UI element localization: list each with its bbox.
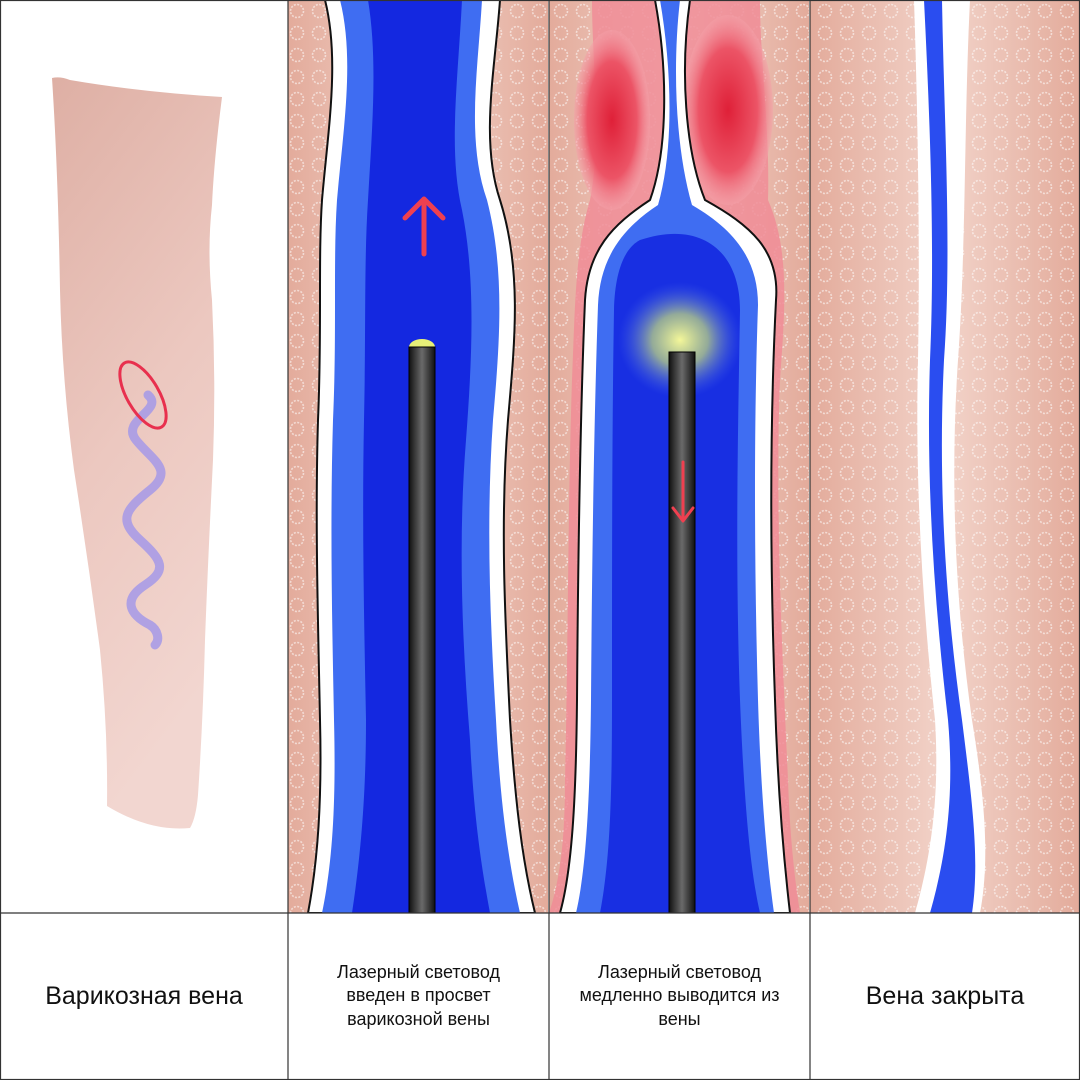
panel-inserted-illustration (288, 0, 548, 913)
caption-fiber-inserted: Лазерный световод введен в просвет варик… (337, 961, 500, 1029)
caption-varicose-vein: Варикозная вена (45, 982, 243, 1010)
panel-closed-illustration (810, 0, 1080, 913)
closed-vein-wall (914, 0, 986, 913)
panel-withdrawn-illustration (549, 0, 809, 913)
laser-glow (618, 282, 742, 398)
caption-fiber-withdrawn: Лазерный световод медленно выводится из … (579, 961, 780, 1029)
heat-spot-left (574, 30, 650, 210)
panel-varicose-illustration (0, 0, 287, 913)
vein-highlight-circle (118, 360, 168, 430)
caption-vein-closed: Вена закрыта (865, 982, 1025, 1010)
laser-fiber (408, 346, 436, 913)
leg-shape (52, 77, 222, 829)
laser-fiber-withdrawn (668, 351, 696, 913)
closed-vein (924, 0, 976, 913)
direction-arrow-down (671, 460, 695, 523)
direction-arrow-up (402, 196, 446, 257)
heat-spot-right (683, 15, 773, 205)
varicose-vein (122, 390, 166, 650)
